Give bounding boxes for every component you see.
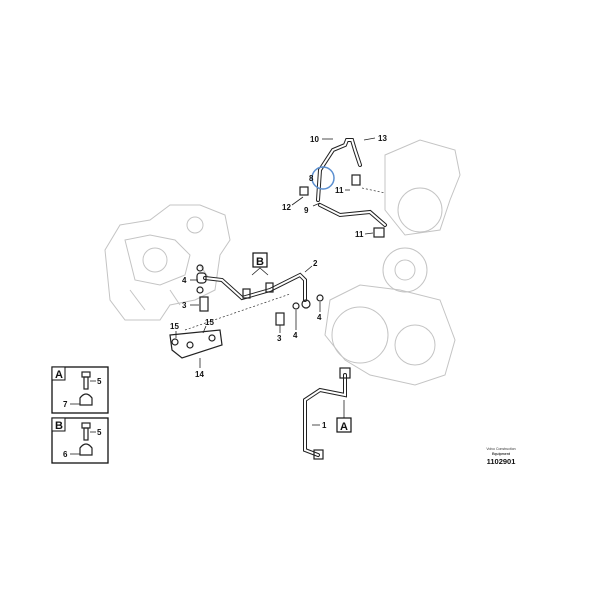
bracket-14 [169, 329, 223, 359]
callout-8: 8 [309, 174, 314, 183]
callout-15: 15 [170, 322, 179, 331]
svg-text:5: 5 [97, 377, 102, 386]
view-marker-a: A [336, 417, 352, 433]
svg-text:B: B [256, 256, 264, 268]
clamp-icon [79, 393, 93, 406]
callout-14: 14 [195, 370, 204, 379]
callout-12: 12 [282, 203, 291, 212]
callout-10: 10 [310, 135, 319, 144]
clamp-icon [79, 443, 93, 456]
pipe-1 [303, 367, 351, 460]
compressor-ghost [324, 139, 461, 386]
view-marker-b: B [252, 252, 268, 268]
drawing-number: 1102901 [486, 457, 516, 466]
brand-line: Volvo Construction [486, 447, 516, 451]
inset-b: B 5 6 [51, 417, 109, 464]
callout-4-lower: 4 [293, 331, 298, 340]
brand-line-2: Equipment [491, 452, 511, 456]
callout-2: 2 [313, 259, 318, 268]
callout-9: 9 [304, 206, 309, 215]
callout-3-lower: 3 [277, 334, 282, 343]
callout-1: 1 [322, 421, 327, 430]
callout-4: 4 [182, 276, 187, 285]
highlight-circle [311, 166, 335, 190]
callout-3: 3 [182, 301, 187, 310]
callout-13: 13 [378, 134, 387, 143]
callout-11-lower: 11 [355, 230, 364, 239]
svg-text:7: 7 [63, 400, 68, 409]
pipe-2 [184, 264, 324, 331]
svg-text:5: 5 [97, 428, 102, 437]
callout-15-right: 15 [205, 318, 214, 327]
svg-text:A: A [340, 421, 348, 433]
svg-text:B: B [55, 420, 63, 432]
callout-11: 11 [335, 186, 344, 195]
engine-block-ghost [104, 204, 231, 321]
inset-a: A 5 7 [51, 366, 109, 414]
callouts: 10 13 8 11 12 9 11 2 4 3 15 15 14 3 4 4 … [170, 134, 387, 430]
svg-text:A: A [55, 369, 63, 381]
callout-4-right: 4 [317, 313, 322, 322]
leader-lines [175, 137, 376, 426]
svg-text:6: 6 [63, 450, 68, 459]
